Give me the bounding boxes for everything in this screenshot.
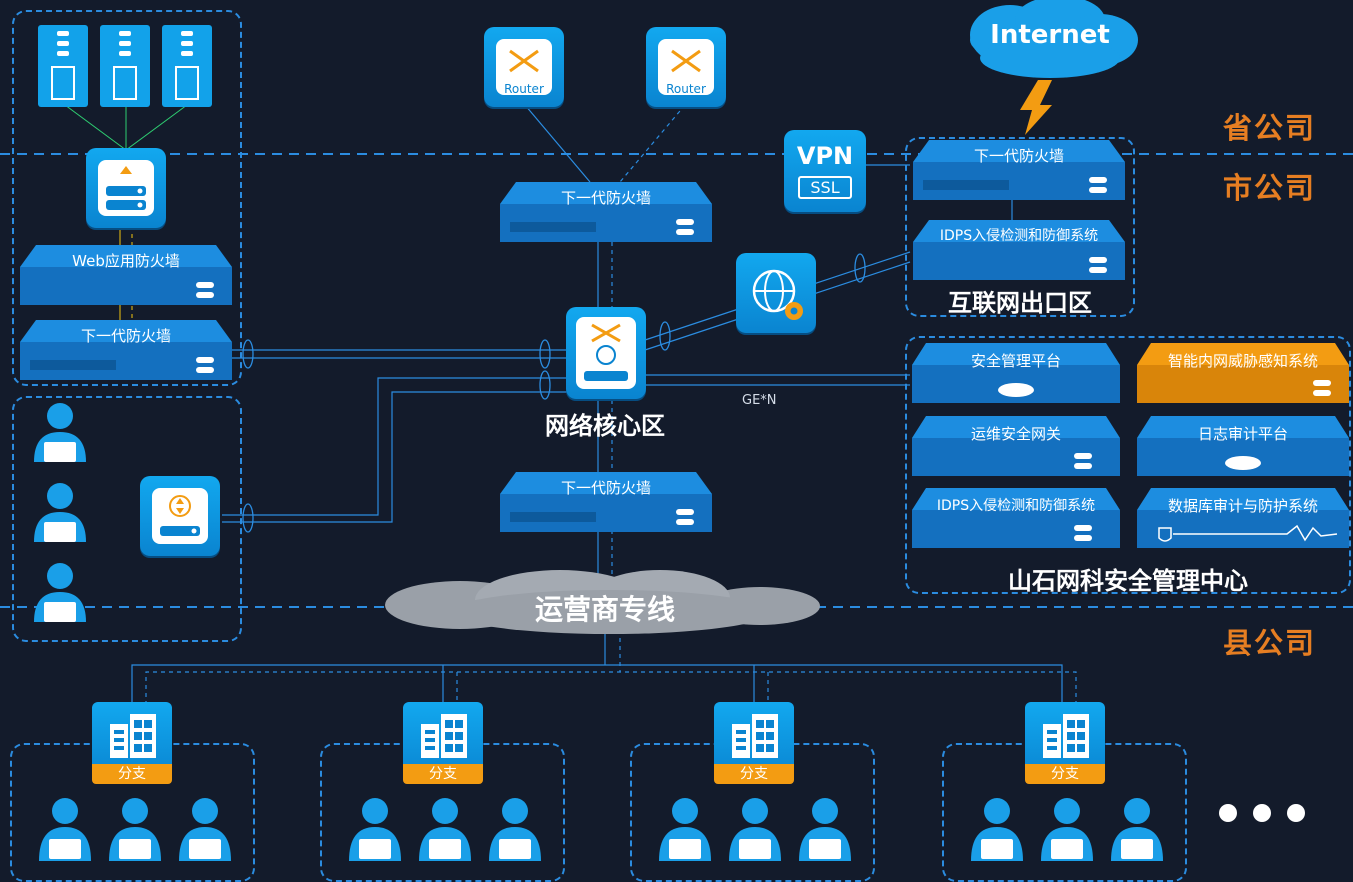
lightning-icon: [1020, 80, 1052, 135]
exit-firewall-label: 下一代防火墙: [973, 147, 1064, 165]
switch-icon: [152, 488, 208, 544]
soc-label-db-audit: 数据库审计与防护系统: [1167, 497, 1318, 515]
vpn-label: VPN: [796, 142, 854, 170]
user-icon: [39, 798, 231, 861]
building-icon: [110, 714, 156, 758]
exit-firewall-device[interactable]: 下一代防火墙: [913, 140, 1125, 200]
router-label-1: Router: [504, 82, 544, 96]
branch-users-2: [345, 795, 545, 865]
datacenter-firewall-device[interactable]: 下一代防火墙: [20, 320, 232, 380]
soc-device-ips[interactable]: IDPS入侵检测和防御系统: [912, 488, 1120, 548]
building-icon: [1043, 714, 1089, 758]
layer-label-province: 省公司: [1223, 111, 1317, 145]
soc-device-db-audit[interactable]: 数据库审计与防护系统: [1137, 488, 1349, 548]
soc-label-log-audit: 日志审计平台: [1197, 425, 1288, 443]
appliance-icon: [913, 140, 1125, 200]
soc-device-ops-gateway[interactable]: 运维安全网关: [912, 416, 1120, 476]
core-bottom-firewall-device[interactable]: 下一代防火墙: [500, 472, 712, 532]
internet-cloud-shape: [970, 0, 1138, 78]
access-switch-device[interactable]: [140, 476, 220, 556]
router-icon: [496, 39, 552, 95]
layer-label-county: 县公司: [1223, 626, 1317, 660]
exit-ips-device[interactable]: IDPS入侵检测和防御系统: [913, 220, 1125, 280]
globe-gear-icon: [752, 269, 803, 320]
core-top-firewall-label: 下一代防火墙: [560, 189, 651, 207]
user-icon: [659, 798, 851, 861]
core-zone-title: 网络核心区: [545, 412, 665, 440]
soc-label-management: 安全管理平台: [970, 352, 1061, 370]
layer-label-city: 市公司: [1223, 171, 1317, 205]
server-rack: [38, 25, 214, 107]
router-label-2: Router: [666, 82, 706, 96]
appliance-icon: [913, 220, 1125, 280]
datacenter-firewall-label: 下一代防火墙: [80, 327, 171, 345]
appliance-icon: [20, 245, 232, 305]
datacenter-zone: [12, 10, 242, 386]
more-dot-icon: [1287, 804, 1305, 822]
carrier-label: 运营商专线: [534, 593, 675, 626]
building-icon: [732, 714, 778, 758]
user-icon: [34, 403, 86, 622]
soc-device-management[interactable]: 安全管理平台: [912, 343, 1120, 403]
core-bottom-firewall-label: 下一代防火墙: [560, 479, 651, 497]
router-device-1[interactable]: Router: [484, 27, 564, 107]
more-dot-icon: [1219, 804, 1237, 822]
branch-label-3: 分支: [714, 764, 794, 784]
appliance-icon: [500, 182, 712, 242]
waf-label: Web应用防火墙: [72, 252, 180, 270]
core-link-label: GE*N: [742, 393, 777, 408]
soc-device-threat[interactable]: 智能内网威胁感知系统: [1137, 343, 1349, 403]
appliance-icon: [20, 320, 232, 380]
appliance-icon: [912, 416, 1120, 476]
router-icon: [658, 39, 714, 95]
branch-users-1: [35, 795, 235, 865]
more-dot-icon: [1253, 804, 1271, 822]
exit-ips-label: IDPS入侵检测和防御系统: [939, 228, 1099, 244]
branch-users-4: [967, 795, 1167, 865]
branch-building-3[interactable]: 分支: [714, 702, 794, 784]
soc-title: 山石网科安全管理中心: [1008, 567, 1248, 595]
soc-label-ips: IDPS入侵检测和防御系统: [936, 498, 1096, 514]
core-switch-icon: [576, 317, 636, 389]
user-icon: [971, 798, 1163, 861]
branch-label-2: 分支: [403, 764, 483, 784]
branch-users-3: [655, 795, 855, 865]
core-top-firewall-device[interactable]: 下一代防火墙: [500, 182, 712, 242]
soc-label-threat: 智能内网威胁感知系统: [1167, 352, 1318, 370]
carrier-cloud-shape: [385, 570, 820, 634]
user-group: [30, 400, 90, 640]
user-zone: [12, 396, 242, 642]
internet-label: Internet: [990, 20, 1110, 50]
branch-label-1: 分支: [92, 764, 172, 784]
soc-label-ops-gateway: 运维安全网关: [970, 425, 1061, 443]
waf-device[interactable]: Web应用防火墙: [20, 245, 232, 305]
branch-building-1[interactable]: 分支: [92, 702, 172, 784]
user-icon: [349, 798, 541, 861]
appliance-icon: [1137, 343, 1349, 403]
soc-zone: [905, 336, 1351, 594]
web-security-device[interactable]: [736, 253, 816, 333]
appliance-icon: [1137, 488, 1349, 548]
branch-building-4[interactable]: 分支: [1025, 702, 1105, 784]
appliance-icon: [912, 488, 1120, 548]
load-balancer-icon: [98, 160, 154, 216]
internet-exit-zone: [905, 137, 1135, 317]
appliance-icon: [1137, 416, 1349, 476]
building-icon: [421, 714, 467, 758]
core-switch-device[interactable]: [566, 307, 646, 399]
router-device-2[interactable]: Router: [646, 27, 726, 107]
load-balancer-device[interactable]: [86, 148, 166, 228]
appliance-icon: [912, 343, 1120, 403]
branch-label-4: 分支: [1025, 764, 1105, 784]
internet-exit-title: 互联网出口区: [948, 289, 1092, 317]
vpn-ssl-device[interactable]: VPN SSL: [784, 130, 866, 212]
appliance-icon: [500, 472, 712, 532]
ssl-label: SSL: [798, 176, 852, 199]
soc-device-log-audit[interactable]: 日志审计平台: [1137, 416, 1349, 476]
server-icon: [38, 25, 212, 107]
branch-building-2[interactable]: 分支: [403, 702, 483, 784]
